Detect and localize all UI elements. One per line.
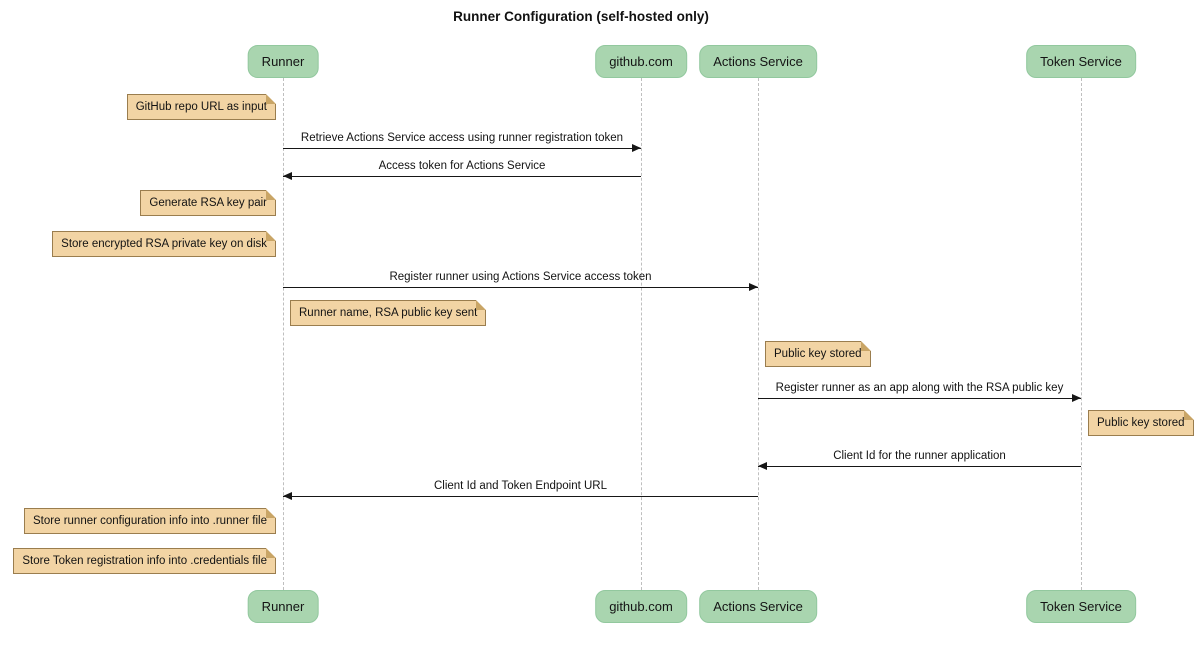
message-label: Client Id for the runner application [833, 450, 1006, 462]
message-line [283, 148, 641, 150]
note: Public key stored [765, 341, 871, 367]
lifeline-actions [758, 78, 759, 590]
note: Store Token registration info into .cred… [13, 548, 276, 574]
message-label: Register runner using Actions Service ac… [389, 271, 652, 283]
lifeline-github [641, 78, 642, 590]
message-line [283, 287, 758, 289]
message-label: Client Id and Token Endpoint URL [433, 480, 608, 492]
message-arrowhead-icon [283, 492, 292, 500]
participant-box-runner-bottom: Runner [247, 590, 319, 623]
message-arrowhead-icon [758, 462, 767, 470]
note: GitHub repo URL as input [126, 94, 277, 120]
message-arrowhead-icon [1072, 394, 1081, 402]
message-line [283, 176, 641, 178]
participant-box-actions-top: Actions Service [699, 45, 817, 78]
note: Runner name, RSA public key sent [290, 300, 487, 326]
message-label: Retrieve Actions Service access using ru… [300, 132, 624, 144]
message-label: Register runner as an app along with the… [775, 382, 1064, 394]
message-arrowhead-icon [283, 172, 292, 180]
message-arrowhead-icon [632, 144, 641, 152]
message-line [758, 466, 1081, 468]
diagram-title: Runner Configuration (self-hosted only) [453, 9, 709, 24]
note: Generate RSA key pair [140, 190, 276, 216]
note: Store encrypted RSA private key on disk [52, 231, 276, 257]
participant-box-github-top: github.com [595, 45, 687, 78]
participant-box-github-bottom: github.com [595, 590, 687, 623]
lifeline-runner [283, 78, 284, 590]
note: Store runner configuration info into .ru… [24, 508, 276, 534]
lifeline-token [1081, 78, 1082, 590]
note: Public key stored [1088, 410, 1194, 436]
participant-box-token-bottom: Token Service [1026, 590, 1136, 623]
participant-box-token-top: Token Service [1026, 45, 1136, 78]
message-arrowhead-icon [749, 283, 758, 291]
participant-box-actions-bottom: Actions Service [699, 590, 817, 623]
message-label: Access token for Actions Service [378, 160, 546, 172]
message-line [758, 398, 1081, 400]
message-line [283, 496, 758, 498]
participant-box-runner-top: Runner [247, 45, 319, 78]
